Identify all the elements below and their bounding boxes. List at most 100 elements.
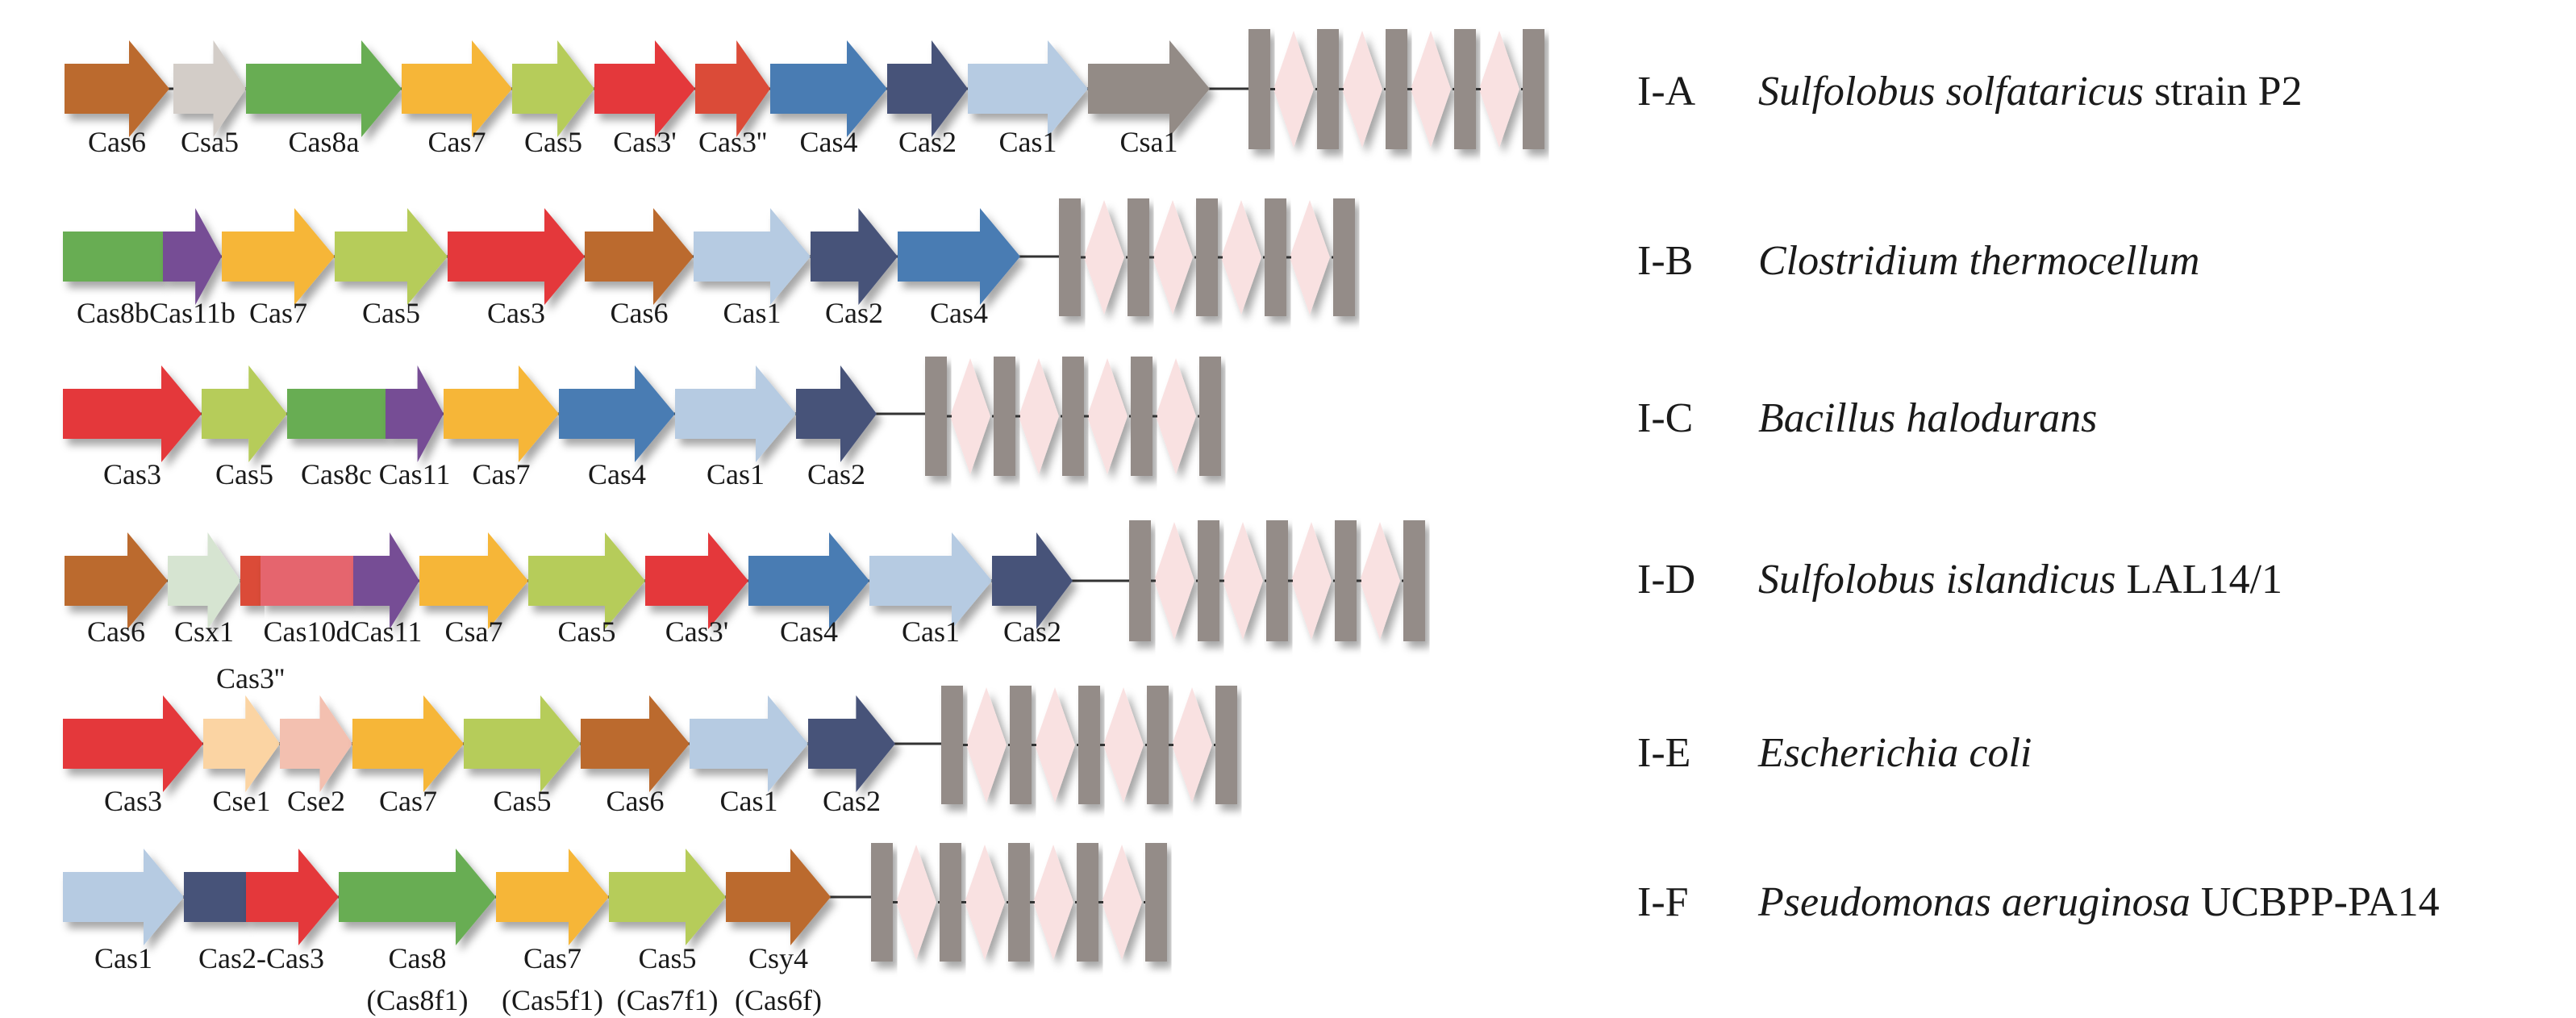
crispr-repeat [941, 686, 963, 804]
gene-label: Cas2 [823, 785, 881, 817]
gene-cas7 [496, 849, 609, 945]
crispr-repeat [1386, 29, 1407, 149]
gene-alt-label: (Cas6f) [735, 984, 822, 1016]
gene-label: Cas10d [264, 615, 351, 648]
gene-label: Cas1 [723, 297, 782, 329]
organism-strain: UCBPP-PA14 [2190, 879, 2440, 925]
gene-cas4 [898, 208, 1020, 305]
organism-species: Clostridium thermocellum [1758, 238, 2199, 284]
crispr-repeat [1145, 843, 1167, 962]
gene-cas5 [609, 849, 726, 945]
crispr-repeat [1010, 686, 1032, 804]
gene-cas2 [808, 695, 895, 792]
crispr-repeat [1403, 520, 1425, 641]
gene-label: Cas7 [473, 458, 531, 490]
gene-label: Cas2 [898, 126, 957, 158]
gene-label: Cas2 [1003, 615, 1061, 648]
gene-label: Csa5 [181, 126, 239, 158]
organism-species: Sulfolobus islandicus [1758, 557, 2115, 603]
gene-label: Cas3'' [698, 126, 767, 158]
crispr-spacer [896, 845, 936, 960]
organism-name: Sulfolobus solfataricus strain P2 [1758, 69, 2303, 115]
crispr-spacer [950, 358, 990, 474]
gene-cas5 [335, 208, 448, 305]
gene-csa5 [173, 40, 246, 137]
crispr-repeat [994, 357, 1015, 476]
crispr-spacer [1035, 687, 1075, 803]
gene-cas7 [352, 695, 464, 792]
crispr-repeat [1128, 198, 1149, 316]
crispr-repeat [1077, 843, 1098, 962]
crispr-repeat [1078, 686, 1100, 804]
gene-cas1 [690, 695, 808, 792]
gene-cas1 [675, 365, 796, 462]
organism-name: Escherichia coli [1757, 730, 2032, 776]
gene-label: Cas4 [780, 615, 838, 648]
gene-alt-label: (Cas8f1) [367, 984, 469, 1016]
gene-label: Cas11b [149, 297, 236, 329]
organism-name: Bacillus halodurans [1758, 395, 2097, 441]
gene-label: Cse2 [287, 785, 345, 817]
gene-csx1 [168, 532, 240, 629]
crispr-repeat [1147, 686, 1169, 804]
gene-cas2 [887, 40, 968, 137]
gene-label: Cas3' [613, 126, 677, 158]
crispr-repeat [871, 843, 893, 962]
gene-cas4 [748, 532, 869, 629]
gene-label: Cas6 [611, 297, 669, 329]
crispr-repeat [1317, 29, 1339, 149]
gene-label: Cas3' [665, 615, 729, 648]
crispr-repeat [1335, 520, 1357, 641]
gene-label: Cas11 [379, 458, 451, 490]
crispr-repeat [1062, 357, 1084, 476]
gene-label: Cas11 [351, 615, 423, 648]
gene-label: Cas6 [606, 785, 665, 817]
crispr-repeat [1454, 29, 1476, 149]
gene-cas7 [402, 40, 512, 137]
crispr-repeat [1198, 520, 1219, 641]
gene-label: Cas7 [379, 785, 437, 817]
gene-cas8 [339, 849, 496, 945]
gene-cas5 [202, 365, 287, 462]
gene-cas6 [65, 532, 168, 629]
gene-label: Cas8 [389, 942, 447, 974]
gene-cas11b [163, 208, 222, 305]
gene-alt-label: (Cas7f1) [617, 984, 719, 1016]
system-type-label: I-A [1637, 69, 1696, 115]
gene-label: Cas1 [707, 458, 765, 490]
gene-cas2 [992, 532, 1073, 629]
crispr-spacer [1479, 31, 1519, 148]
gene-label: Cas7 [523, 942, 581, 974]
gene-label: Csy4 [748, 942, 808, 974]
gene-cas3 [63, 695, 203, 792]
gene-label: Cas8c [301, 458, 372, 490]
gene-label: Cas1 [999, 126, 1057, 158]
crispr-repeat [1523, 29, 1544, 149]
gene-label: Csa7 [445, 615, 503, 648]
gene-label: Cas8a [289, 126, 360, 158]
gene-label: Cas4 [800, 126, 858, 158]
crispr-repeat [1248, 29, 1270, 149]
crispr-spacer [1102, 845, 1142, 960]
gene-cse2 [280, 695, 352, 792]
gene-label: Cas4 [588, 458, 646, 490]
crispr-spacer [1084, 200, 1124, 315]
gene-label: Cas3 [487, 297, 545, 329]
gene-label: Cas1 [94, 942, 152, 974]
crispr-spacer [1153, 200, 1193, 315]
crispr-spacer [1223, 522, 1263, 640]
system-type-label: I-E [1637, 730, 1690, 776]
gene-cas7 [444, 365, 559, 462]
organism-name: Sulfolobus islandicus LAL14/1 [1758, 557, 2282, 603]
organism-strain: strain P2 [2144, 69, 2302, 115]
gene-cas1 [968, 40, 1088, 137]
gene-label: Cas5 [524, 126, 582, 158]
gene-cas5 [528, 532, 645, 629]
crispr-repeat [1266, 520, 1288, 641]
gene-cas2-cas3 [184, 872, 246, 922]
